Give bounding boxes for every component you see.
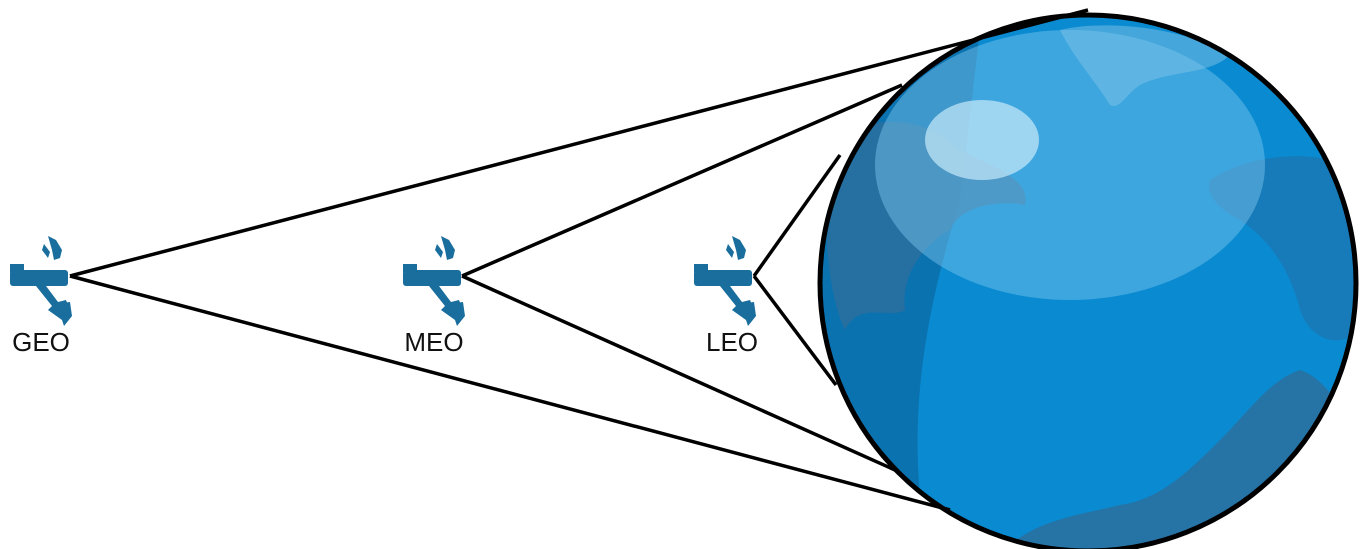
earth-glare xyxy=(925,100,1039,180)
geo-coverage-line-top xyxy=(69,8,1089,278)
satellite-icon xyxy=(694,236,756,326)
earth-highlight xyxy=(875,30,1265,300)
leo-coverage-line-top xyxy=(752,153,842,278)
earth-continent xyxy=(1209,156,1356,341)
coverage-lines xyxy=(69,8,1089,512)
earth-outline xyxy=(817,12,1359,549)
satellite-icon xyxy=(10,236,72,326)
leo-coverage-line-bottom xyxy=(752,274,838,387)
geo-coverage-line-bottom xyxy=(69,274,951,512)
meo-coverage-line-top xyxy=(461,83,903,278)
orbit-label-leo: LEO xyxy=(706,327,758,357)
earth-continent xyxy=(1060,25,1230,106)
satellite-geo: GEO xyxy=(10,236,72,357)
satellite-leo: LEO xyxy=(694,236,758,357)
meo-coverage-line-bottom xyxy=(461,274,896,472)
orbit-label-geo: GEO xyxy=(12,327,70,357)
orbit-label-meo: MEO xyxy=(404,327,463,357)
earth-globe-icon xyxy=(817,12,1359,549)
satellite-icon xyxy=(403,236,465,326)
satellite-meo: MEO xyxy=(403,236,465,357)
